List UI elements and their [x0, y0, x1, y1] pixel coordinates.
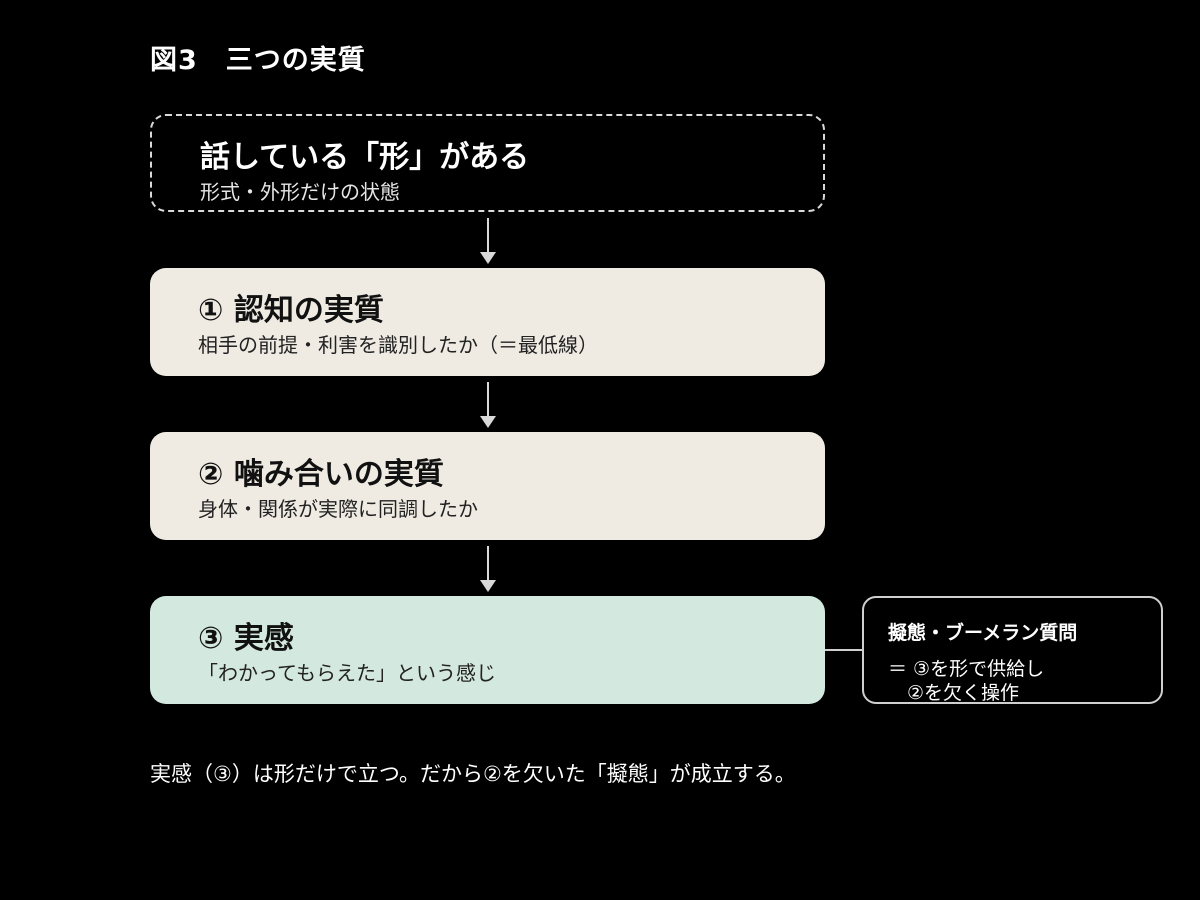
feeling-heading: ③ 実感: [198, 621, 294, 656]
figure-caption: 実感（③）は形だけで立つ。だから②を欠いた「擬態」が成立する。: [150, 762, 796, 786]
cognition-heading: ① 認知の実質: [198, 293, 384, 328]
form-exists-subtext: 形式・外形だけの状態: [200, 180, 400, 204]
engagement-substance-box: ② 噛み合いの実質 身体・関係が実際に同調したか: [150, 432, 825, 540]
note-title: 擬態・ブーメラン質問: [888, 622, 1078, 644]
cognition-subtext: 相手の前提・利害を識別したか（＝最低線）: [198, 333, 598, 357]
down-arrow-icon: [480, 382, 496, 428]
engagement-subtext: 身体・関係が実際に同調したか: [198, 497, 478, 521]
cognition-substance-box: ① 認知の実質 相手の前提・利害を識別したか（＝最低線）: [150, 268, 825, 376]
note-connector-line: [825, 649, 862, 651]
down-arrow-icon: [480, 218, 496, 264]
mimicry-note-box: 擬態・ブーメラン質問 ＝ ③を形で供給し ②を欠く操作: [862, 596, 1163, 704]
engagement-heading: ② 噛み合いの実質: [198, 457, 444, 492]
feeling-box: ③ 実感 「わかってもらえた」という感じ: [150, 596, 825, 704]
note-line-2: ②を欠く操作: [888, 682, 1020, 704]
form-exists-heading: 話している「形」がある: [200, 140, 530, 175]
down-arrow-icon: [480, 546, 496, 592]
feeling-subtext: 「わかってもらえた」という感じ: [198, 661, 496, 685]
figure-title: 図3 三つの実質: [150, 45, 366, 76]
note-line-1: ＝ ③を形で供給し: [888, 658, 1045, 680]
form-exists-box: 話している「形」がある 形式・外形だけの状態: [150, 114, 825, 212]
